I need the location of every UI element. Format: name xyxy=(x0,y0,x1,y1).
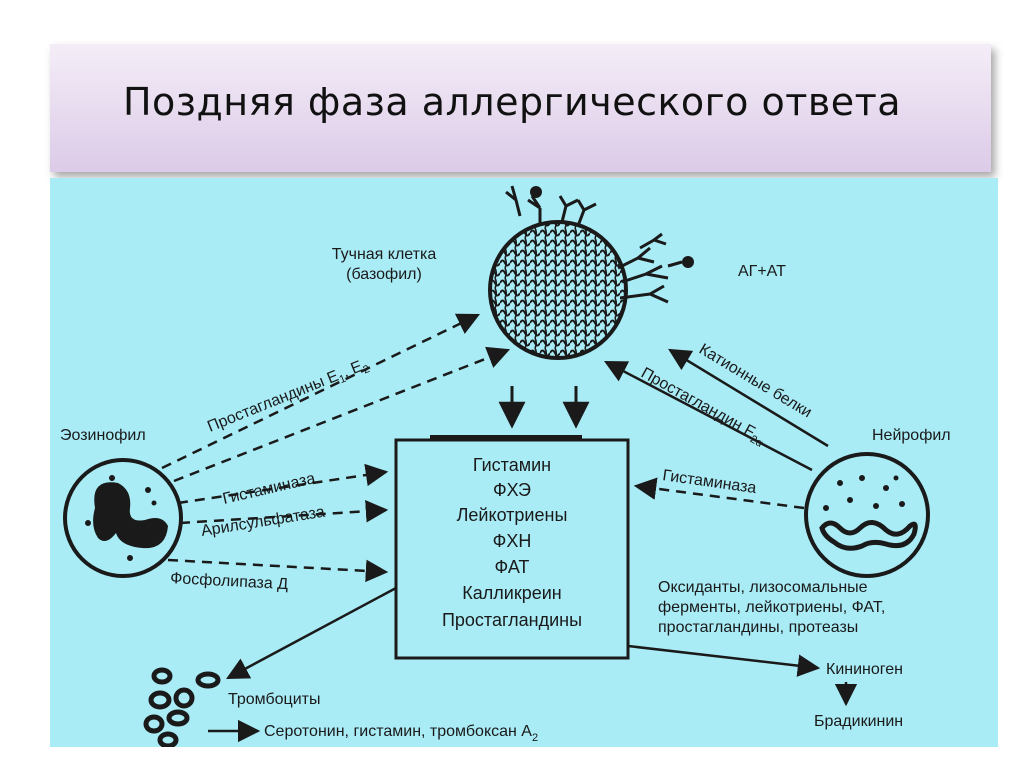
neutrophil-label: Нейрофил xyxy=(872,427,951,444)
kininogen-label: Кининоген xyxy=(826,661,903,678)
box-to-kininogen-arrow xyxy=(627,644,821,677)
mediator-kallikrein: Калликреин xyxy=(462,583,561,603)
neutrophil-products-line-3: простагландины, протеазы xyxy=(658,619,858,636)
prostaglandin-f-arrow xyxy=(604,360,813,472)
arylsulfatase-label: Арилсульфатаза xyxy=(200,504,326,540)
neutrophil-cell xyxy=(804,452,930,578)
box-to-platelets-arrow xyxy=(226,586,397,680)
eos-to-mast-arrow-2 xyxy=(173,346,511,483)
eosinophil-label: Эозинофил xyxy=(60,427,146,444)
slide-title: Поздняя фаза аллергического ответа xyxy=(122,80,902,124)
mediator-fhn: ФХН xyxy=(493,531,532,551)
bradykinin-label: Брадикинин xyxy=(814,713,903,730)
neutrophil-products-line-1: Оксиданты, лизосомальные xyxy=(658,579,868,596)
mediator-leukotrienes: Лейкотриены xyxy=(457,505,568,525)
histaminase-left-arrow xyxy=(177,463,389,505)
mediator-fhe: ФХЭ xyxy=(493,480,531,500)
mast-cell-sublabel: (базофил) xyxy=(346,266,422,283)
mediator-prostaglandins: Простагландины xyxy=(442,610,582,630)
histaminase-right-arrow xyxy=(633,477,805,510)
mediator-fat: ФАТ xyxy=(495,557,530,577)
mast-cell-label: Тучная клетка xyxy=(332,246,437,263)
arylsulfatase-arrow xyxy=(179,500,389,525)
prostaglandins-e-label: Простагландины E1, E2 xyxy=(205,356,371,439)
eosinophil-cell xyxy=(63,458,183,578)
mast-cell xyxy=(488,185,694,360)
allergy-diagram: Тучная клетка (базофил) АГ+АТ Эозинофил … xyxy=(60,185,951,747)
mediator-histamine: Гистамин xyxy=(473,455,551,475)
eos-to-mast-arrow-1 xyxy=(161,313,481,470)
platelet-products-label: Серотонин, гистамин, тромбоксан A2 xyxy=(264,723,538,744)
neutrophil-products-line-2: ферменты, лейкотриены, ФАТ, xyxy=(658,599,885,616)
cationic-proteins-arrow xyxy=(668,348,829,448)
platelets xyxy=(143,667,221,747)
platelets-label: Тромбоциты xyxy=(228,691,320,708)
histaminase-left-label: Гистаминаза xyxy=(221,470,317,508)
mediator-box xyxy=(394,435,630,660)
title-bar xyxy=(50,44,991,172)
phospholipase-arrow xyxy=(167,558,389,583)
histaminase-right-label: Гистаминаза xyxy=(661,467,757,497)
phospholipase-label: Фосфолипаза Д xyxy=(170,570,289,593)
antigen-antibody-label: АГ+АТ xyxy=(738,263,786,280)
